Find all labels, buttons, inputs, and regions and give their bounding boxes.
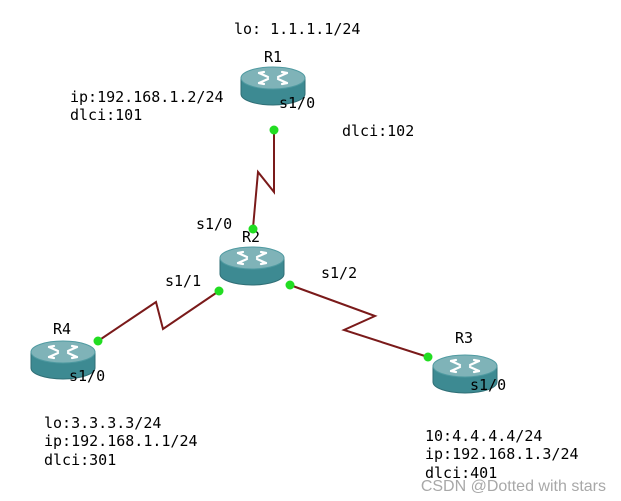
- r4-ip-label: ip:192.168.1.1/24: [44, 432, 198, 450]
- watermark: CSDN @Dotted with stars: [421, 478, 606, 495]
- port-dots: [93, 125, 433, 362]
- r4-port-label: s1/0: [69, 367, 105, 385]
- r4-loopback-label: lo:3.3.3.3/24: [44, 414, 161, 432]
- port-dot[interactable]: [93, 336, 103, 346]
- r1-ip-label: ip:192.168.1.2/24: [70, 88, 224, 106]
- router-name: R4: [53, 320, 71, 338]
- annotations: lo: 1.1.1.1/24 ip:192.168.1.2/24 dlci:10…: [44, 20, 579, 482]
- router-r3[interactable]: R3: [431, 329, 499, 395]
- r3-port-label: s1/0: [470, 376, 506, 394]
- r2-dlci-label: dlci:102: [342, 122, 414, 140]
- r4-dlci-label: dlci:301: [44, 451, 116, 469]
- port-dot[interactable]: [285, 280, 295, 290]
- port-dot[interactable]: [423, 352, 433, 362]
- r1-port-label: s1/0: [279, 94, 315, 112]
- port-dot[interactable]: [248, 224, 258, 234]
- port-dot[interactable]: [214, 286, 224, 296]
- link-r2-r4: [97, 290, 220, 342]
- link-r1-r2: [252, 130, 275, 229]
- r2-port-s11-label: s1/1: [165, 272, 201, 290]
- router-r2[interactable]: R2: [218, 228, 286, 287]
- r1-dlci-label: dlci:101: [70, 106, 142, 124]
- links: [97, 130, 429, 358]
- link-r2-r3: [289, 284, 429, 358]
- r1-loopback-label: lo: 1.1.1.1/24: [234, 20, 360, 38]
- r3-loopback-label: 10:4.4.4.4/24: [425, 427, 542, 445]
- port-dot[interactable]: [269, 125, 279, 135]
- r3-ip-label: ip:192.168.1.3/24: [425, 445, 579, 463]
- r3-dlci-label: dlci:401: [425, 464, 497, 482]
- r2-port-s12-label: s1/2: [321, 264, 357, 282]
- router-icon: [218, 245, 286, 287]
- r2-port-s10-label: s1/0: [196, 215, 232, 233]
- router-name: R1: [264, 48, 282, 66]
- router-r4[interactable]: R4: [29, 320, 97, 381]
- router-name: R3: [455, 329, 473, 347]
- router-r1[interactable]: R1: [239, 48, 307, 107]
